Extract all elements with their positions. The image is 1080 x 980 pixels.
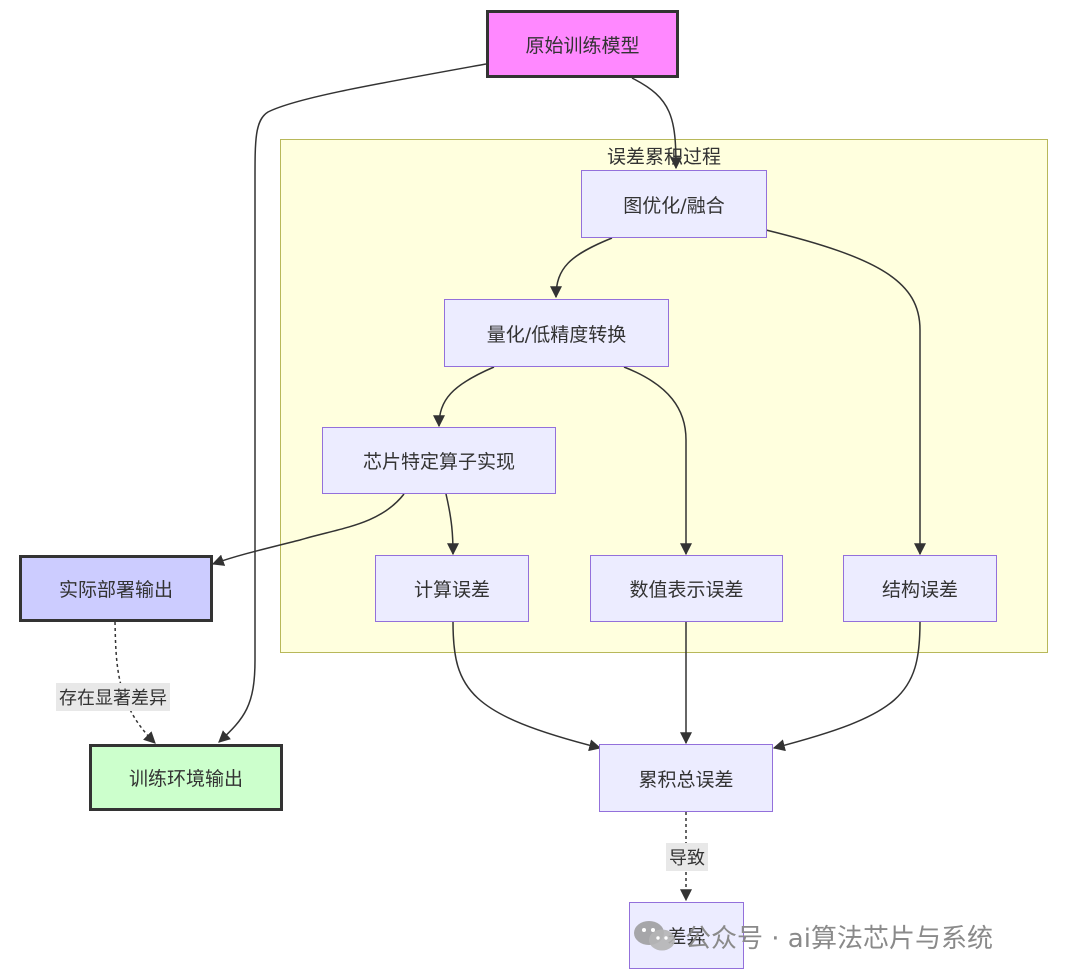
edge-chip-op-calc-err: [445, 493, 459, 556]
edge-struct-err-total-err: [772, 621, 921, 752]
edge-origin-train-out: [218, 63, 487, 743]
node-origin-model: 原始训练模型: [486, 10, 679, 78]
edge-graph-opt-struct-err: [765, 229, 926, 556]
edge-origin-graph-opt: [631, 77, 682, 170]
node-chip-operator: 芯片特定算子实现: [322, 427, 556, 494]
edge-calc-err-total-err: [452, 621, 602, 752]
wechat-icon: [633, 919, 677, 953]
node-total-error: 累积总误差: [599, 744, 773, 812]
watermark: 公众号 · ai算法芯片与系统: [633, 916, 993, 956]
edge-quant-num-err: [623, 366, 692, 556]
subgraph-title: 误差累积过程: [606, 146, 721, 168]
edge-chip-op-deploy-out: [211, 493, 405, 566]
edge-label-significant-difference: 存在显著差异: [56, 683, 170, 711]
node-numeric-error: 数值表示误差: [590, 555, 783, 622]
edge-quant-chip-op: [433, 366, 495, 428]
watermark-text: 公众号 · ai算法芯片与系统: [685, 923, 993, 954]
node-quantization: 量化/低精度转换: [444, 299, 669, 367]
node-calculation-error: 计算误差: [375, 555, 529, 622]
node-deploy-output: 实际部署输出: [19, 555, 213, 622]
node-train-output: 训练环境输出: [89, 744, 283, 811]
edge-label-lead-to: 导致: [666, 843, 708, 871]
node-graph-optimization: 图优化/融合: [581, 170, 767, 238]
node-structural-error: 结构误差: [843, 555, 997, 622]
edge-graph-opt-quant: [550, 237, 613, 299]
